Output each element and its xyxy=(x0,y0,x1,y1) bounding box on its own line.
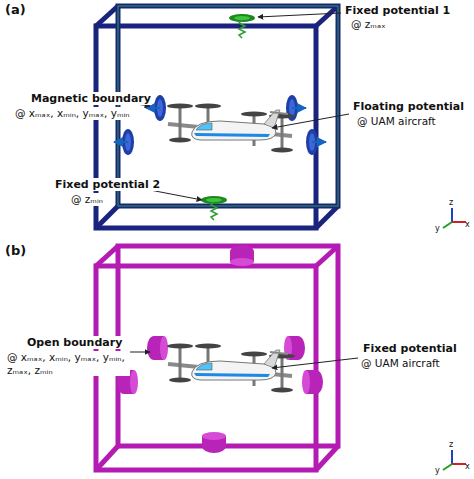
annotation-location: @ UAM aircraft xyxy=(356,115,437,128)
annotation-title: Floating potential xyxy=(352,100,465,113)
annotation-location: @ xₘₐₓ, xₘᵢₙ, yₘₐₓ, yₘᵢₙ xyxy=(14,107,131,120)
annotation-title: Fixed potential xyxy=(362,342,458,355)
annotation-location: @ UAM aircraft xyxy=(360,357,441,370)
annotation-title: Magnetic boundary xyxy=(30,92,152,105)
leader-line xyxy=(130,13,358,368)
annotation-title: Fixed potential 2 xyxy=(54,178,161,191)
annotation-location: @ zₘₐₓ xyxy=(350,18,387,31)
panel-label: (a) xyxy=(4,2,27,18)
annotation-location: @ zₘᵢₙ xyxy=(70,193,104,206)
axis-label: x xyxy=(464,462,471,472)
annotation-title: Fixed potential 1 xyxy=(344,4,451,17)
annotation-location: @ xₘₐₓ, xₘᵢₙ, yₘₐₓ, yₘᵢₙ, zₘₐₓ, zₘᵢₙ xyxy=(6,351,130,376)
axis-label: x xyxy=(464,220,471,230)
annotation-title: Open boundary xyxy=(26,336,123,349)
domain-cube xyxy=(96,246,338,470)
axis-label: z xyxy=(448,198,454,208)
axis-label: y xyxy=(434,466,441,476)
panel-label: (b) xyxy=(4,243,27,259)
axis-label: y xyxy=(434,224,441,234)
axis-label: z xyxy=(448,440,454,450)
domain-cube xyxy=(96,6,338,228)
